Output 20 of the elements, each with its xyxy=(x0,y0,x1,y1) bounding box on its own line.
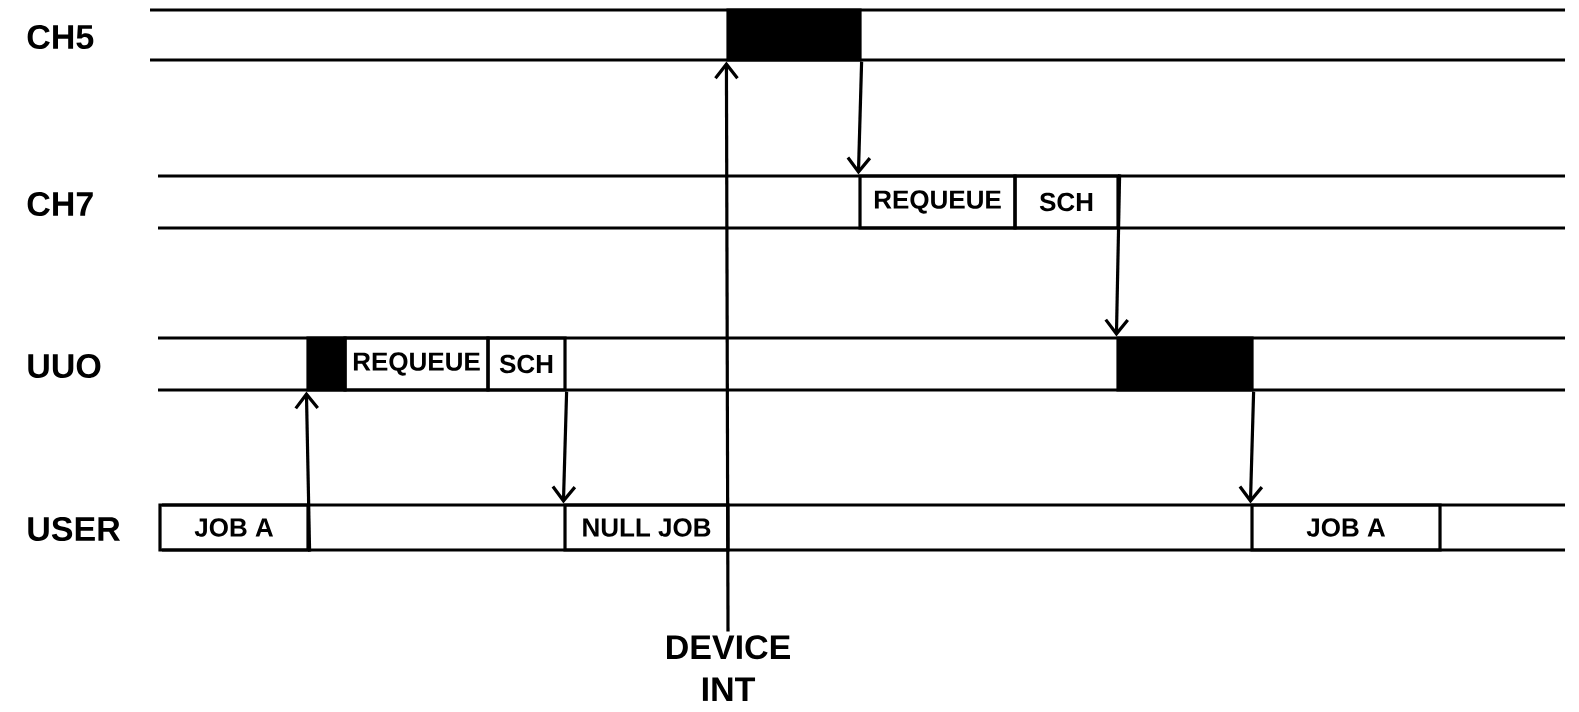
segment-box: REQUEUE xyxy=(343,336,490,392)
segment-box: REQUEUE xyxy=(858,174,1017,230)
lane-label: CH7 xyxy=(27,191,93,217)
segment-box: SCH xyxy=(486,336,567,392)
arrow xyxy=(1104,174,1129,337)
segment-box: SCH xyxy=(1013,174,1120,230)
arrow xyxy=(294,391,319,552)
lane-label: USER xyxy=(28,516,121,542)
lane-label: UUO xyxy=(28,353,101,379)
segment-box: JOB A xyxy=(1250,503,1442,552)
lane-label: CH5 xyxy=(27,24,94,50)
arrow xyxy=(551,391,577,504)
arrow xyxy=(846,61,872,175)
filled-block xyxy=(1116,336,1254,392)
segment-box: NULL JOB xyxy=(563,503,730,552)
filled-block xyxy=(726,8,862,62)
segment-box: JOB A xyxy=(158,503,310,552)
arrow xyxy=(714,61,739,632)
arrow xyxy=(1238,391,1264,504)
event-label: DEVICE INT xyxy=(667,635,790,701)
